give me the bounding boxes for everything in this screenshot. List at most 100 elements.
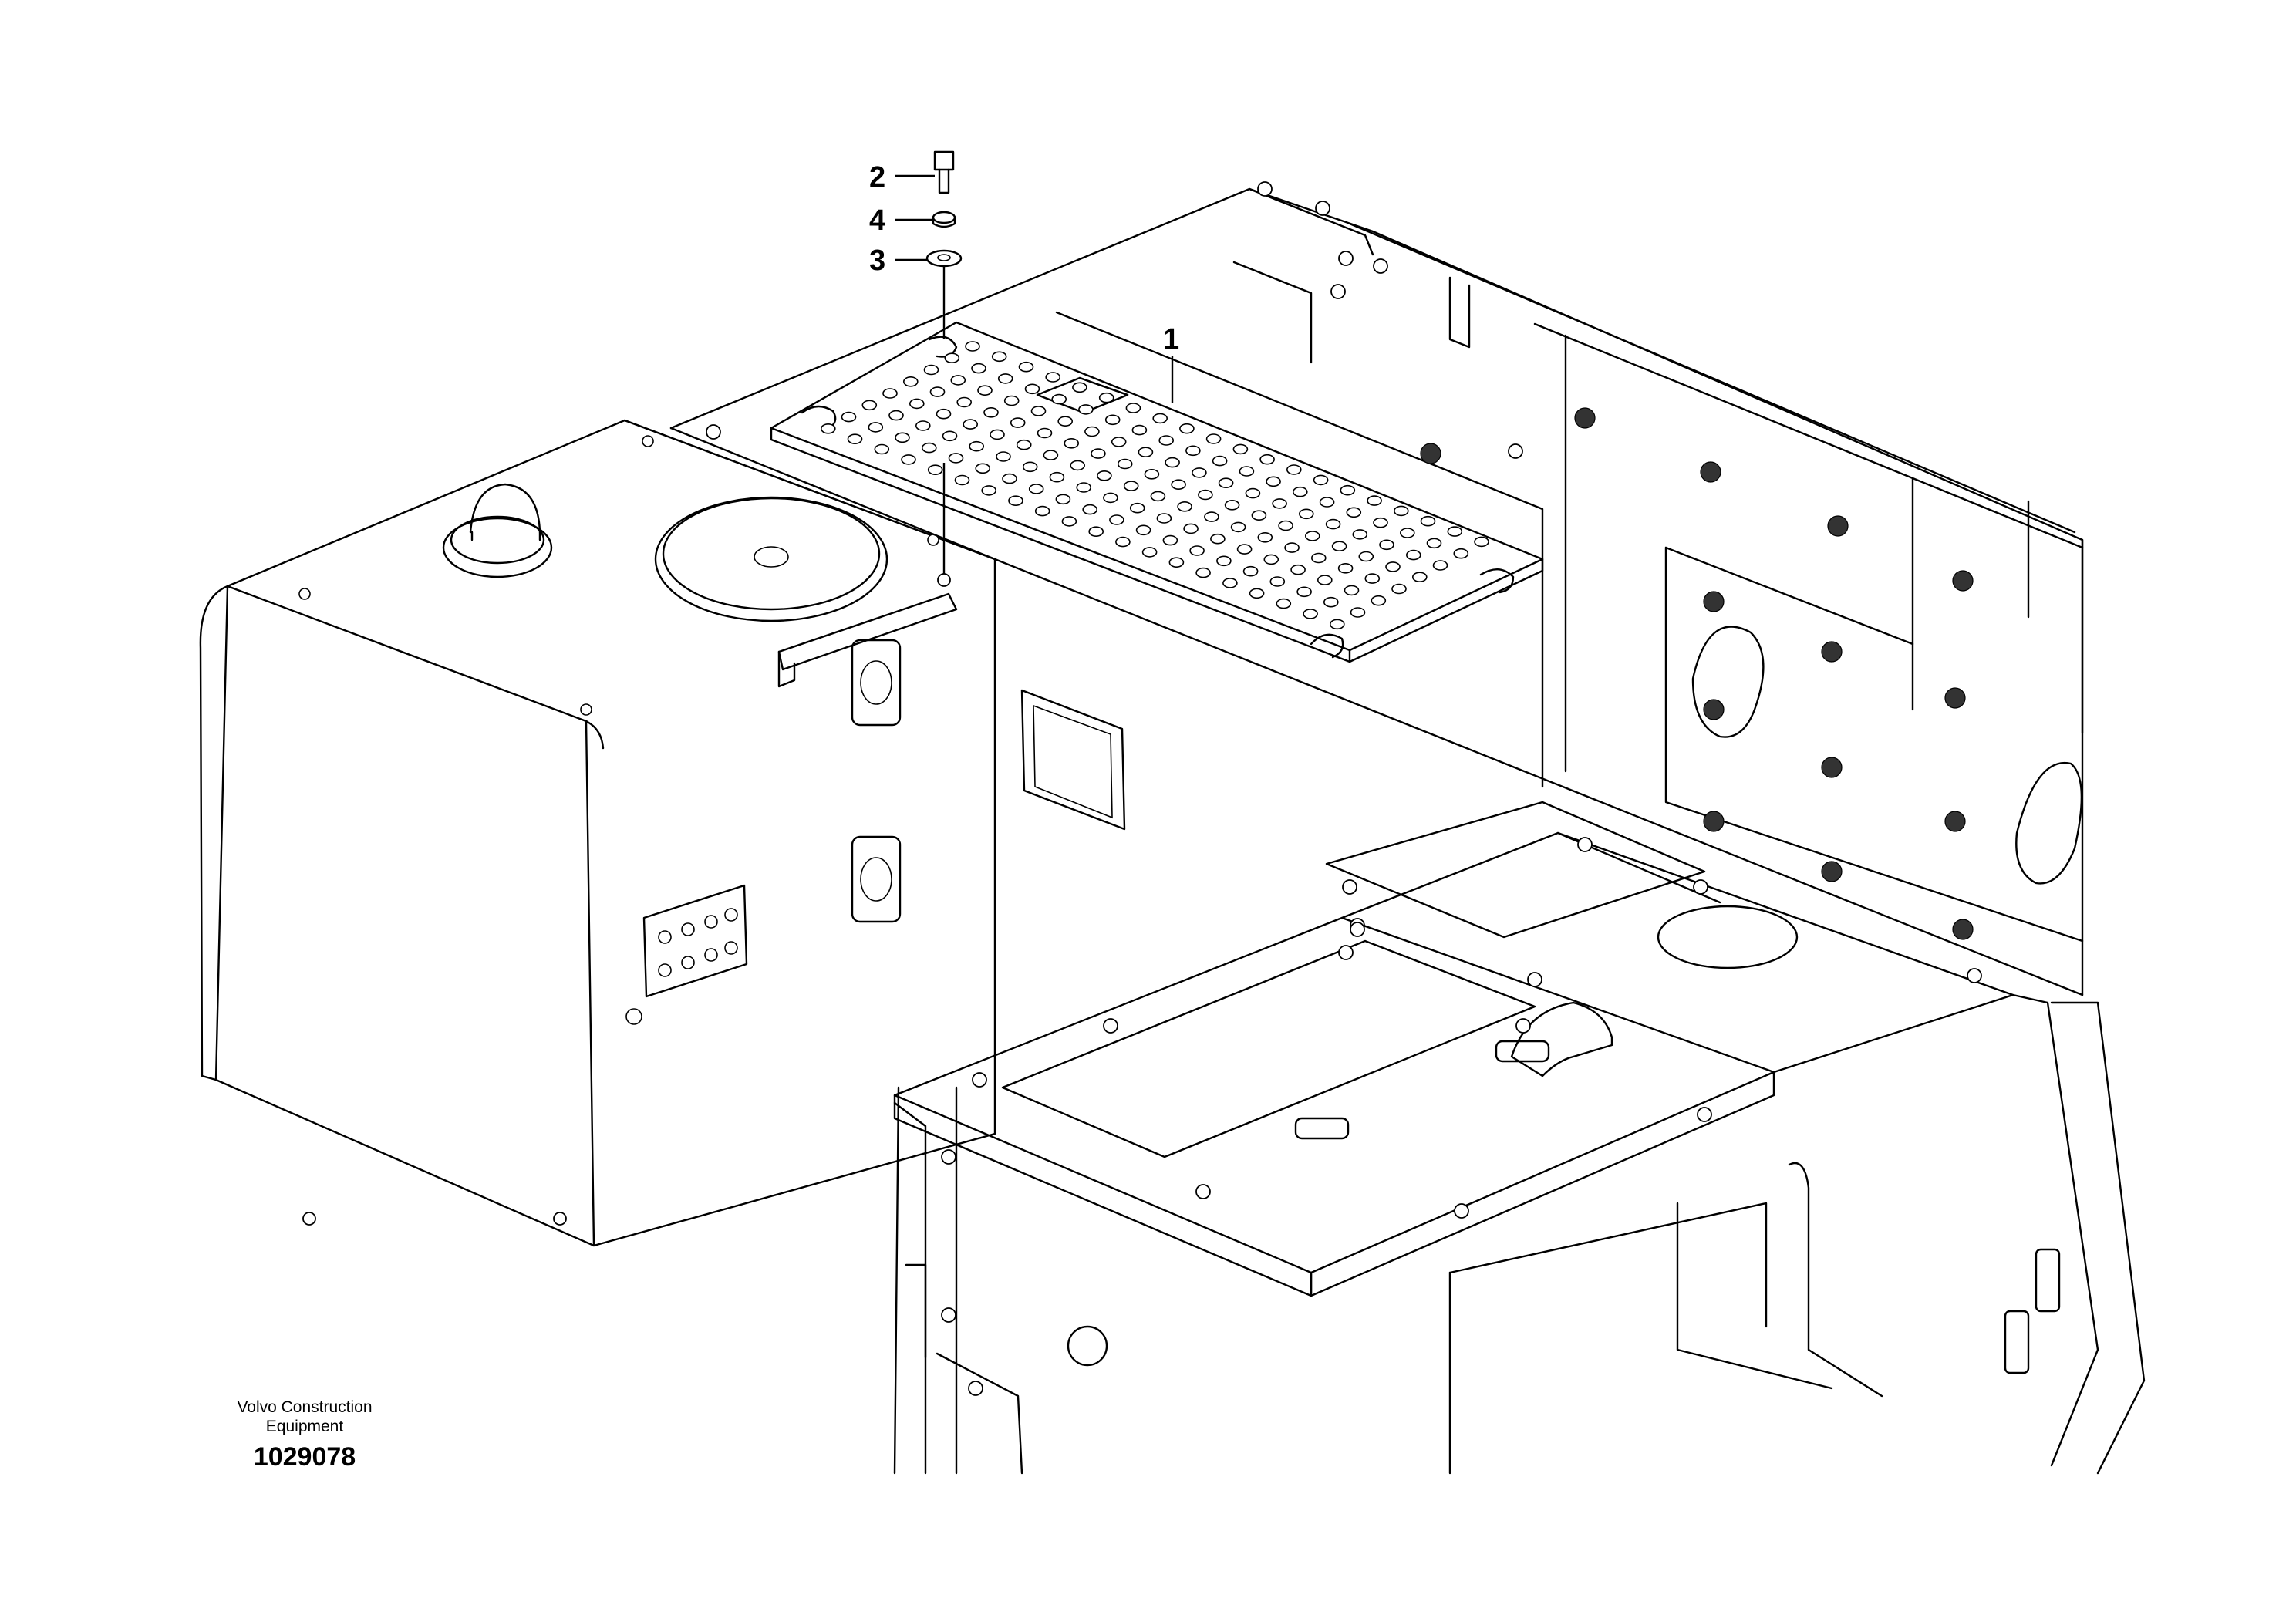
perforation-hole bbox=[990, 429, 1005, 440]
perforation-hole bbox=[1350, 607, 1366, 618]
perforation-hole bbox=[1129, 502, 1145, 514]
perforation-hole bbox=[1195, 567, 1211, 578]
perforation-hole bbox=[1091, 448, 1106, 459]
floor-plates bbox=[893, 801, 2014, 1297]
perforation-hole bbox=[954, 474, 970, 486]
perforation-hole bbox=[1305, 531, 1320, 541]
perforation-holes bbox=[821, 341, 1489, 630]
perforation-hole bbox=[1082, 504, 1097, 515]
perforation-hole bbox=[868, 422, 884, 433]
fastener-stack bbox=[925, 150, 963, 587]
perforation-hole bbox=[1177, 501, 1192, 512]
callouts: 2 4 3 1 bbox=[869, 161, 1179, 403]
perforation-hole bbox=[997, 373, 1013, 384]
perforation-hole bbox=[1109, 514, 1124, 525]
perforation-hole bbox=[1117, 458, 1133, 470]
perforation-hole bbox=[1453, 548, 1469, 559]
perforation-hole bbox=[1061, 516, 1077, 527]
perforation-hole bbox=[965, 341, 980, 352]
perforation-hole bbox=[1179, 423, 1195, 434]
perforation-hole bbox=[1158, 435, 1174, 446]
perforation-hole bbox=[1138, 447, 1154, 458]
perforation-hole bbox=[1266, 476, 1281, 487]
perforation-hole bbox=[1189, 545, 1205, 556]
connector-pins bbox=[658, 908, 738, 977]
perforation-hole bbox=[1311, 552, 1327, 564]
brand-name-line-1: Volvo Construction bbox=[237, 1398, 373, 1416]
perforation-hole bbox=[1216, 555, 1232, 567]
perforation-hole bbox=[929, 386, 946, 397]
perforation-hole bbox=[1346, 507, 1362, 518]
perforation-hole bbox=[1043, 450, 1059, 460]
perforation-hole bbox=[1212, 455, 1228, 467]
perforation-hole bbox=[1205, 433, 1222, 444]
perforation-hole bbox=[1406, 549, 1421, 561]
perforation-hole bbox=[1192, 467, 1207, 478]
perforation-hole bbox=[1330, 619, 1345, 630]
perforation-hole bbox=[1259, 454, 1275, 465]
callout-3-label: 3 bbox=[869, 244, 885, 277]
perforation-hole bbox=[1018, 361, 1034, 373]
perforation-hole bbox=[1239, 466, 1255, 477]
perforation-hole bbox=[841, 411, 857, 423]
perforation-hole bbox=[1016, 439, 1032, 450]
perforation-hole bbox=[1296, 586, 1312, 598]
perforation-hole bbox=[1152, 413, 1168, 424]
perforation-hole bbox=[956, 396, 972, 408]
perforation-hole bbox=[1420, 515, 1436, 527]
perforation-hole bbox=[1037, 427, 1053, 439]
perforation-hole bbox=[983, 406, 999, 418]
perforation-hole bbox=[950, 375, 966, 386]
perforation-hole bbox=[1144, 468, 1160, 480]
perforation-hole bbox=[1185, 445, 1201, 457]
perforation-hole bbox=[963, 419, 978, 430]
perforation-hole bbox=[977, 385, 993, 396]
perforation-hole bbox=[1055, 494, 1071, 505]
upper-frame bbox=[669, 181, 2084, 996]
perforation-hole bbox=[1391, 583, 1407, 595]
perforated-cover-plate bbox=[770, 321, 1544, 663]
bolt-part-2 bbox=[933, 150, 955, 194]
perforation-hole bbox=[936, 408, 952, 420]
perforation-hole bbox=[991, 351, 1007, 363]
perforation-hole bbox=[1269, 576, 1286, 587]
perforation-hole bbox=[1323, 596, 1339, 608]
perforation-hole bbox=[847, 433, 863, 445]
perforation-hole bbox=[1034, 505, 1050, 517]
perforation-hole bbox=[1003, 395, 1020, 406]
perforation-hole bbox=[909, 398, 925, 410]
perforation-hole bbox=[1278, 520, 1293, 531]
perforation-hole bbox=[1168, 557, 1185, 568]
perforation-hole bbox=[1135, 524, 1151, 536]
perforation-hole bbox=[1104, 414, 1121, 426]
perforation-hole bbox=[1352, 529, 1368, 540]
perforation-hole bbox=[1385, 561, 1401, 572]
perforation-hole bbox=[861, 400, 878, 411]
perforation-hole bbox=[1263, 554, 1279, 565]
perforation-hole bbox=[1232, 443, 1249, 455]
perforation-hole bbox=[1022, 461, 1038, 473]
flat-washer-part-3 bbox=[925, 249, 963, 268]
perforation-hole bbox=[1008, 495, 1023, 507]
perforation-hole bbox=[1299, 508, 1314, 520]
perforation-hole bbox=[895, 432, 910, 443]
perforation-hole bbox=[1371, 595, 1387, 606]
perforation-hole bbox=[1340, 484, 1356, 496]
perforation-hole bbox=[1028, 484, 1044, 494]
perforation-hole bbox=[1051, 393, 1067, 405]
perforation-hole bbox=[1057, 416, 1073, 427]
perforation-hole bbox=[981, 485, 996, 496]
drawing-caption: Volvo Construction Equipment 1029078 bbox=[193, 1398, 416, 1472]
perforation-hole bbox=[1313, 474, 1329, 486]
floor-bolts bbox=[972, 837, 1982, 1219]
perforation-hole bbox=[1331, 541, 1347, 552]
perforation-hole bbox=[1098, 392, 1114, 403]
perforation-hole bbox=[1230, 521, 1246, 533]
perforation-hole bbox=[1293, 486, 1308, 497]
perforation-hole bbox=[1432, 560, 1448, 571]
perforation-hole bbox=[1242, 565, 1259, 577]
perforation-hole bbox=[1165, 457, 1180, 468]
perforation-hole bbox=[1210, 533, 1226, 545]
perforation-hole bbox=[1284, 542, 1300, 553]
